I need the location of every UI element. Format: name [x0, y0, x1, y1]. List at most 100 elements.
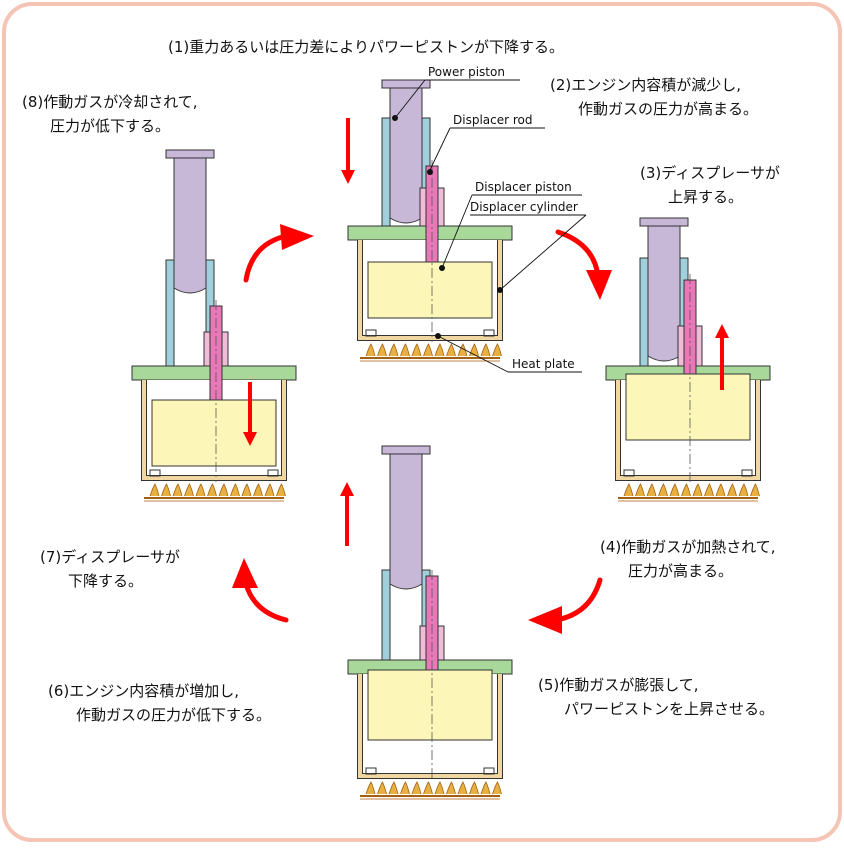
heat-plate — [144, 483, 286, 502]
power-cylinder-left-wall — [381, 569, 391, 661]
label-displacer-cylinder: Displacer cylinder — [470, 200, 578, 214]
cycle-arrow-8-to-1-shaft — [243, 233, 289, 283]
step-5-caption-line2: パワーピストンを上昇させる。 — [564, 700, 774, 718]
flame — [253, 483, 263, 497]
step-6-caption-line1: (6)エンジン内容積が増加し, — [48, 682, 239, 700]
label-heat-plate: Heat plate — [512, 357, 575, 371]
step-3-caption-line1: (3)ディスプレーサが — [640, 164, 780, 182]
flame — [469, 781, 479, 795]
flame — [434, 343, 445, 357]
label-displacer-piston: Displacer piston — [475, 180, 572, 194]
flame — [241, 483, 252, 497]
flame — [704, 483, 714, 497]
flame — [457, 343, 468, 357]
displacer-piston — [367, 261, 493, 319]
cylinder-foot-left — [365, 767, 377, 775]
cycle-arrow-4-to-5-head — [528, 606, 562, 634]
step-7-caption-line1: (7)ディスプレーサが — [40, 548, 180, 566]
power-cylinder-left-wall — [639, 257, 649, 367]
cylinder-foot-left — [149, 469, 161, 477]
step-2-caption-line2: 作動ガスの圧力が高まる。 — [578, 100, 758, 118]
flame — [276, 483, 286, 497]
flame — [635, 483, 645, 497]
engine-3 — [340, 445, 513, 800]
flame — [738, 483, 749, 497]
flame — [646, 483, 657, 497]
flame — [365, 781, 376, 795]
power-piston-cap — [639, 217, 689, 227]
power-piston — [389, 453, 423, 590]
dot-heat-plate — [435, 333, 441, 339]
flame — [184, 483, 194, 497]
flame — [172, 483, 183, 497]
flame — [434, 781, 445, 795]
flame — [149, 483, 160, 497]
power-piston — [389, 87, 423, 224]
motion-arrow-down — [341, 170, 355, 184]
displacer-piston — [625, 373, 751, 441]
step-4-caption-line1: (4)作動ガスが加熱されて, — [600, 538, 776, 556]
flame — [411, 343, 422, 357]
motion-arrow-down — [243, 432, 257, 446]
flame — [446, 343, 456, 357]
step-8-caption-line1: (8)作動ガスが冷却されて, — [22, 93, 198, 111]
motion-arrow-up — [715, 324, 729, 338]
flame — [669, 483, 680, 497]
flame — [388, 781, 399, 795]
displacer-cylinder — [616, 380, 760, 480]
flame — [377, 781, 387, 795]
engine-2 — [605, 217, 771, 502]
leader-displacer-piston — [441, 194, 473, 269]
flame — [681, 483, 691, 497]
leader-heat-plate — [437, 335, 509, 373]
flame — [480, 343, 491, 357]
flame — [446, 781, 456, 795]
dot-displacer-cylinder — [497, 287, 503, 293]
motion-arrow-up — [340, 482, 354, 496]
flame — [692, 483, 703, 497]
step-1-caption: (1)重力あるいは圧力差によりパワーピストンが下降する。 — [168, 38, 564, 56]
flame — [623, 483, 634, 497]
step-7-caption-line2: 下降する。 — [68, 572, 143, 590]
flame — [750, 483, 760, 497]
flame — [658, 483, 668, 497]
heat-plate — [360, 343, 502, 362]
displacer-piston — [151, 399, 277, 467]
cylinder-foot-right — [267, 469, 279, 477]
power-cylinder-left-wall — [381, 117, 391, 227]
flame — [230, 483, 240, 497]
step-3-caption-line2: 上昇する。 — [668, 188, 743, 206]
flame — [388, 343, 399, 357]
step-4-caption-line2: 圧力が高まる。 — [628, 562, 733, 580]
flame — [195, 483, 206, 497]
cycle-arrow-2-to-3-head — [586, 270, 612, 300]
engine-1 — [341, 79, 513, 362]
cylinder-foot-right — [483, 767, 495, 775]
step-6-caption-line2: 作動ガスの圧力が低下する。 — [76, 706, 271, 724]
flame — [480, 781, 491, 795]
power-piston — [173, 157, 207, 294]
cylinder-foot-left — [623, 469, 635, 477]
power-cylinder-left-wall — [165, 259, 175, 367]
power-piston-cap — [381, 79, 431, 89]
flame — [161, 483, 171, 497]
flame — [400, 781, 410, 795]
heat-plate — [618, 483, 760, 502]
flame — [715, 483, 726, 497]
flame — [207, 483, 217, 497]
flame — [264, 483, 275, 497]
power-piston-cap — [381, 445, 431, 455]
cylinder-foot-right — [741, 469, 753, 477]
cycle-arrow-6-to-7-head — [232, 558, 258, 588]
step-5-caption-line1: (5)作動ガスが膨張して, — [538, 676, 699, 694]
cylinder-foot-left — [365, 329, 377, 337]
flame — [365, 343, 376, 357]
flame — [377, 343, 387, 357]
cycle-arrow-6-to-7-shaft — [243, 581, 289, 623]
dot-displacer-rod — [427, 169, 433, 175]
label-power-piston: Power piston — [428, 65, 505, 79]
displacer-cylinder — [142, 380, 286, 480]
leader-displacer-cylinder — [499, 214, 587, 291]
